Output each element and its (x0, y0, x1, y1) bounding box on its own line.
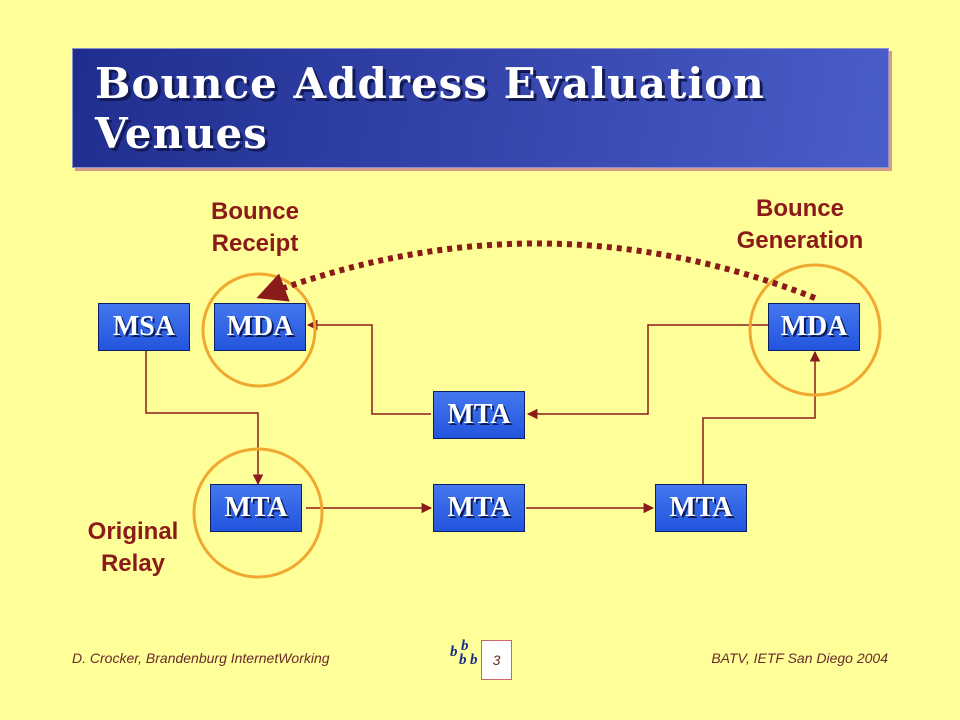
label-bounce-generation-line2: Generation (736, 227, 864, 254)
mda-node-left: MDA (214, 303, 306, 351)
mta-node-2: MTA (433, 484, 525, 532)
title-bar: Bounce Address Evaluation Venues (72, 48, 889, 168)
label-bounce-receipt: Bounce Receipt (190, 196, 320, 260)
mta-node-1: MTA (210, 484, 302, 532)
connector-mta-return-to-mda-left (306, 319, 431, 415)
logo-letter-1: b (450, 644, 458, 660)
mda-node-right: MDA (768, 303, 860, 351)
connector-mta3-to-mda-right (702, 350, 821, 484)
mta-node-return: MTA (433, 391, 525, 439)
connector-msa-to-mta1 (145, 351, 264, 486)
logo-letter-3: b (459, 652, 467, 668)
connector-mda-right-to-mta-return (526, 324, 768, 420)
label-original-relay-line1: Original (87, 518, 179, 545)
page-number: 3 (481, 640, 512, 680)
msa-node: MSA (98, 303, 190, 351)
logo-letter-4: b (470, 652, 478, 668)
highlight-circle-bounce-generation (748, 263, 882, 397)
highlight-circle-original-relay (192, 447, 324, 579)
bounce-return-path (256, 240, 817, 302)
batv-logo-icon: b b b b (448, 638, 482, 678)
label-bounce-generation-line1: Bounce (755, 195, 844, 222)
mta-node-3: MTA (655, 484, 747, 532)
logo-letter-2: b (461, 638, 469, 654)
footer-author: D. Crocker, Brandenburg InternetWorking (72, 650, 330, 666)
label-bounce-generation: Bounce Generation (710, 193, 890, 257)
label-bounce-receipt-line1: Bounce (210, 198, 299, 225)
label-original-relay-line2: Relay (100, 550, 166, 577)
label-bounce-receipt-line2: Receipt (211, 230, 299, 257)
slide-title: Bounce Address Evaluation Venues (95, 59, 765, 158)
footer-event: BATV, IETF San Diego 2004 (711, 650, 888, 666)
label-original-relay: Original Relay (58, 516, 208, 580)
